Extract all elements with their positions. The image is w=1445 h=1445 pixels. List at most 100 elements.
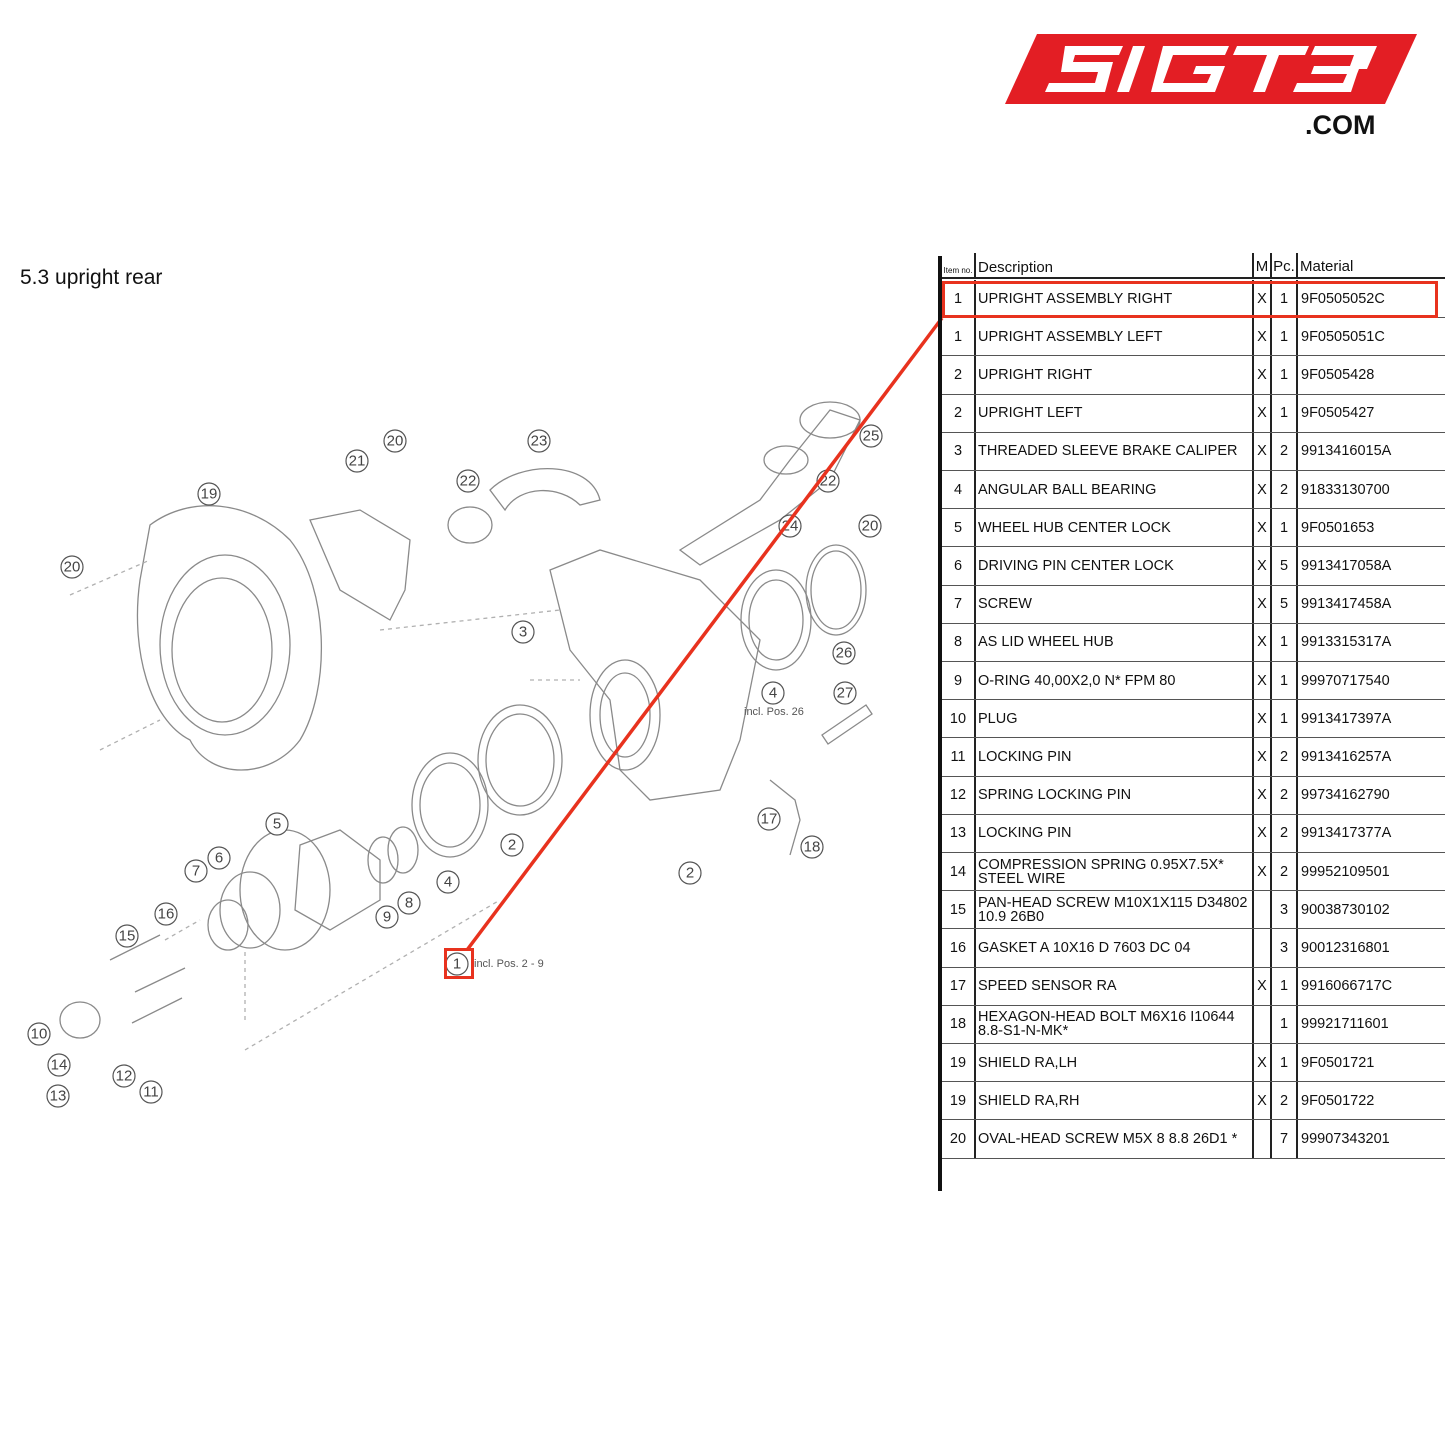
header-pc: Pc. bbox=[1272, 253, 1298, 277]
callout-5: 5 bbox=[273, 816, 281, 833]
row-material: 9913417458A bbox=[1301, 596, 1392, 613]
row-m: X bbox=[1254, 509, 1272, 547]
logo-domain-text: .COM bbox=[1305, 110, 1376, 140]
brand-logo-mark bbox=[1005, 34, 1417, 104]
row-description: AS LID WHEEL HUB bbox=[976, 623, 1254, 661]
row-m: X bbox=[1254, 623, 1272, 661]
callout-15: 15 bbox=[119, 928, 136, 945]
row-pc: 3 bbox=[1272, 929, 1298, 967]
callout-20b: 20 bbox=[64, 559, 81, 576]
callout-21: 21 bbox=[349, 453, 366, 470]
hub-flange bbox=[239, 829, 331, 951]
row-m: X bbox=[1254, 432, 1272, 470]
row-m: X bbox=[1254, 1044, 1272, 1082]
row-material: 99970717540 bbox=[1301, 672, 1390, 689]
row-m: X bbox=[1254, 738, 1272, 776]
brand-logo[interactable]: .COM bbox=[1005, 34, 1417, 142]
logo-letter-strokes bbox=[1045, 46, 1377, 92]
note-incl-26: incl. Pos. 26 bbox=[744, 706, 804, 718]
callout-24: 24 bbox=[782, 518, 799, 535]
row-pc: 1 bbox=[1272, 356, 1298, 394]
callout-3: 3 bbox=[519, 624, 527, 641]
row-item-no: 2 bbox=[942, 394, 976, 432]
bearing-large bbox=[740, 569, 812, 671]
row-material: 99907343201 bbox=[1301, 1130, 1390, 1147]
row-description: PAN-HEAD SCREW M10X1X115 D34802 10.9 26B… bbox=[976, 891, 1254, 929]
row-item-no: 16 bbox=[942, 929, 976, 967]
callout-9: 9 bbox=[383, 909, 391, 926]
row-m: X bbox=[1254, 547, 1272, 585]
bearing-lower bbox=[411, 752, 489, 858]
callout-27: 27 bbox=[837, 685, 854, 702]
row-description: DRIVING PIN CENTER LOCK bbox=[976, 547, 1254, 585]
row-item-no: 15 bbox=[942, 891, 976, 929]
row-pc: 2 bbox=[1272, 853, 1298, 891]
row-description: O-RING 40,00X2,0 N* FPM 80 bbox=[976, 662, 1254, 700]
row-description: HEXAGON-HEAD BOLT M6X16 I10644 8.8-S1-N-… bbox=[976, 1005, 1254, 1043]
row-description: SCREW bbox=[976, 585, 1254, 623]
callout-numbers: 1 2 2 3 4 4 5 6 7 8 9 10 11 12 13 14 15 … bbox=[31, 428, 880, 1105]
row-item-no: 9 bbox=[942, 662, 976, 700]
header-description: Description bbox=[976, 253, 1254, 277]
row-material: 9913416257A bbox=[1301, 748, 1392, 765]
row-material: 90038730102 bbox=[1301, 901, 1390, 918]
row-pc: 7 bbox=[1272, 1120, 1298, 1158]
row-pc: 1 bbox=[1272, 623, 1298, 661]
row-item-no: 6 bbox=[942, 547, 976, 585]
row-pc: 1 bbox=[1272, 280, 1298, 318]
duct-part bbox=[309, 509, 411, 621]
row-pc: 2 bbox=[1272, 776, 1298, 814]
row-m: X bbox=[1254, 1082, 1272, 1120]
section-title: 5.3 upright rear bbox=[20, 266, 163, 289]
callout-1: 1 bbox=[453, 956, 461, 973]
row-material: 91833130700 bbox=[1301, 481, 1390, 498]
callout-19: 19 bbox=[201, 486, 218, 503]
row-material: 9F0505427 bbox=[1301, 405, 1375, 422]
row-m: X bbox=[1254, 967, 1272, 1005]
callout-2a: 2 bbox=[508, 837, 516, 854]
row-m: X bbox=[1254, 585, 1272, 623]
callout-18: 18 bbox=[804, 839, 821, 856]
row-description: UPRIGHT ASSEMBLY RIGHT bbox=[976, 280, 1254, 318]
row-item-no: 8 bbox=[942, 623, 976, 661]
row-m bbox=[1254, 929, 1272, 967]
row-material: 9913417377A bbox=[1301, 825, 1392, 842]
callout-23: 23 bbox=[531, 433, 548, 450]
row-item-no: 19 bbox=[942, 1044, 976, 1082]
row-pc: 1 bbox=[1272, 509, 1298, 547]
hub-cylinder bbox=[294, 829, 381, 931]
row-description: WHEEL HUB CENTER LOCK bbox=[976, 509, 1254, 547]
header-item: Item no. bbox=[942, 253, 976, 277]
row-pc: 1 bbox=[1272, 394, 1298, 432]
row-description: LOCKING PIN bbox=[976, 814, 1254, 852]
row-m bbox=[1254, 1005, 1272, 1043]
row-item-no: 1 bbox=[942, 280, 976, 318]
hose-part bbox=[489, 467, 601, 512]
row-m bbox=[1254, 891, 1272, 929]
row-pc: 5 bbox=[1272, 585, 1298, 623]
row-m: X bbox=[1254, 662, 1272, 700]
